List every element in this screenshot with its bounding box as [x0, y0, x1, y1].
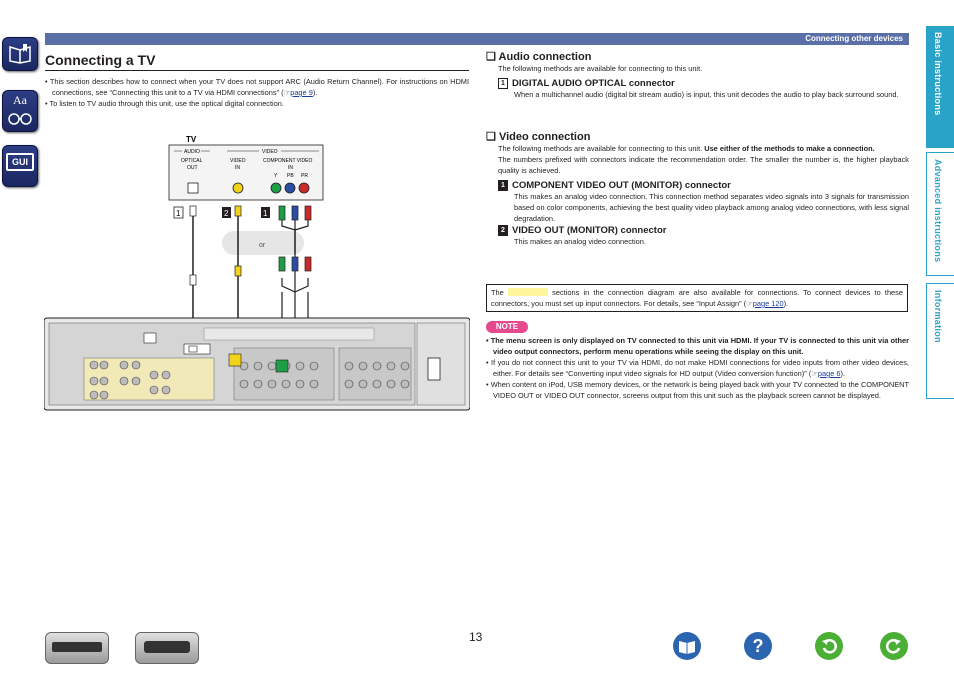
or-bubble	[222, 231, 304, 255]
remote-control-button[interactable]	[135, 632, 199, 664]
svg-text:IN: IN	[235, 165, 240, 171]
note-list: • The menu screen is only displayed on T…	[486, 336, 909, 400]
audio-item-title: DIGITAL AUDIO OPTICAL connector	[512, 78, 675, 89]
book-icon	[679, 641, 695, 654]
pr-jack	[298, 182, 310, 194]
optical-jack	[187, 182, 199, 194]
input-assign-box: The sections in the connection diagram a…	[486, 284, 908, 312]
glasses-icon	[8, 113, 32, 125]
link-icon: ☞	[746, 299, 753, 308]
num-1: 1	[176, 209, 181, 218]
intro-bullet-2: To listen to TV audio through this unit,…	[49, 99, 284, 108]
tab-advanced-instructions[interactable]: Advanced instructions	[926, 152, 954, 276]
link-icon: ☞	[811, 369, 818, 378]
forward-button[interactable]	[880, 632, 908, 660]
video-label: VIDEO	[262, 149, 278, 155]
contents-button[interactable]	[2, 37, 38, 71]
audio-connection-section: ❑ Audio connection The following methods…	[486, 50, 909, 100]
video-sub: The following methods are available for …	[486, 143, 909, 154]
video-sub-text: The following methods are available for …	[498, 144, 705, 153]
receiver-front-icon	[52, 642, 102, 652]
tab-information[interactable]: Information	[926, 283, 954, 399]
back-arrow-icon	[822, 639, 837, 654]
page-9-link[interactable]: page 9	[290, 88, 313, 97]
optical-out-label: OPTICAL	[181, 158, 203, 164]
audio-heading: Audio connection	[498, 51, 592, 63]
note-1: The menu screen is only displayed on TV …	[490, 336, 909, 356]
note-2: If you do not connect this unit to your …	[491, 358, 909, 378]
book-icon	[9, 44, 31, 64]
back-button[interactable]	[815, 632, 843, 660]
tab-label: Advanced instructions	[933, 159, 943, 263]
link-icon: ☞	[283, 88, 291, 97]
page-title: Connecting a TV	[45, 52, 156, 68]
num-1: 1	[498, 180, 508, 191]
question-icon: ?	[752, 636, 764, 656]
box-text-pre: The	[491, 288, 504, 297]
remote-icon	[144, 641, 190, 653]
svg-text:IN: IN	[288, 165, 293, 171]
video-connection-section: ❑ Video connection The following methods…	[486, 130, 909, 247]
tab-label: Basic instructions	[933, 32, 943, 116]
highlight-swatch	[507, 288, 548, 296]
contents-nav-button[interactable]	[673, 632, 701, 660]
video-item1-body: This makes an analog video connection. T…	[514, 192, 909, 223]
note-badge: NOTE	[486, 321, 528, 333]
gui-button[interactable]: GUI	[2, 145, 38, 187]
audio-sub: The following methods are available for …	[498, 64, 703, 73]
tv-label: TV	[186, 135, 197, 144]
svg-text:OUT: OUT	[187, 165, 198, 171]
intro: • This section describes how to connect …	[45, 77, 469, 108]
y-jack	[270, 182, 282, 194]
or-label: or	[259, 242, 266, 249]
svg-text:Y: Y	[274, 173, 278, 179]
num-1-component: 1	[263, 209, 268, 218]
num-2: 2	[224, 209, 229, 218]
index-button[interactable]: Aa	[2, 90, 38, 132]
page-6-link[interactable]: page 6	[817, 369, 841, 378]
note-3: When content on iPod, USB memory devices…	[490, 380, 909, 400]
tab-basic-instructions[interactable]: Basic instructions	[926, 26, 954, 148]
section-header-bar: Connecting other devices	[45, 33, 909, 45]
tab-label: Information	[933, 290, 943, 343]
checkbox-icon: ❑	[486, 131, 496, 143]
gui-icon: GUI	[6, 153, 34, 171]
svg-text:PR: PR	[301, 173, 308, 179]
component-in-label: COMPONENT VIDEO	[263, 158, 312, 164]
connection-diagram: TV AUDIO VIDEO OPTICAL OUT VIDEO IN COMP…	[44, 135, 470, 411]
video-jack	[232, 182, 244, 194]
pb-jack	[284, 182, 296, 194]
section-title: Connecting other devices	[805, 34, 903, 43]
video-sub-bold: Use either of the methods to make a conn…	[704, 144, 875, 153]
video-sub2: The numbers prefixed with connectors ind…	[498, 155, 909, 175]
punct: ).	[840, 369, 845, 378]
punct: ).	[312, 88, 318, 97]
page-120-link[interactable]: page 120	[752, 299, 784, 308]
num-2: 2	[498, 225, 508, 236]
video-item1-title: COMPONENT VIDEO OUT (MONITOR) connector	[512, 180, 731, 191]
index-label: Aa	[13, 93, 27, 107]
page-number: 13	[469, 630, 483, 644]
front-panel-button[interactable]	[45, 632, 109, 664]
intro-bullet-1: This section describes how to connect wh…	[49, 77, 469, 97]
video-in-label: VIDEO	[230, 158, 246, 164]
help-button[interactable]: ?	[744, 632, 772, 660]
audio-label: AUDIO	[184, 149, 200, 155]
punct: ).	[783, 299, 789, 308]
video-item2-title: VIDEO OUT (MONITOR) connector	[512, 225, 667, 236]
svg-text:PB: PB	[287, 173, 294, 179]
title-rule	[45, 70, 469, 71]
video-item2-body: This makes an analog video connection.	[514, 237, 646, 246]
forward-arrow-icon	[886, 639, 901, 654]
audio-item-body: When a multichannel audio (digital bit s…	[514, 90, 899, 99]
receiver-rear-panel	[44, 317, 470, 411]
num-1: 1	[498, 78, 508, 89]
checkbox-icon: ❑	[486, 51, 496, 63]
video-heading: Video connection	[498, 131, 591, 143]
box-text: sections in the connection diagram are a…	[491, 288, 903, 308]
